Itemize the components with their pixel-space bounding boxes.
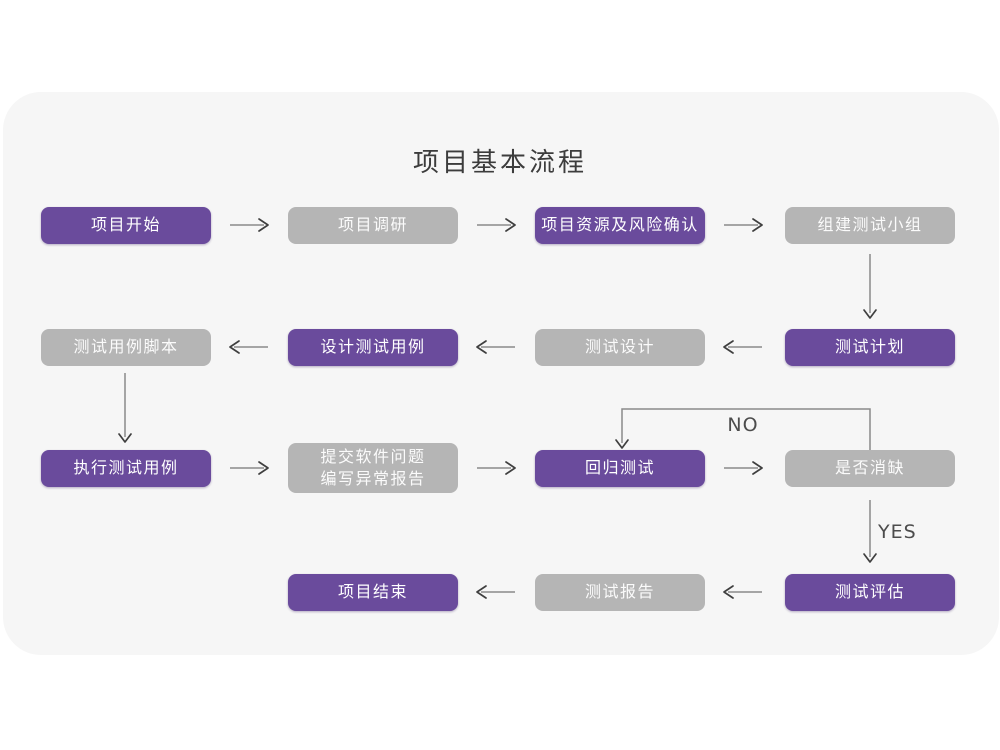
node-defect-cleared: 是否消缺: [785, 450, 955, 487]
node-test-plan: 测试计划: [785, 329, 955, 366]
node-project-end: 项目结束: [288, 574, 458, 611]
node-build-test-team: 组建测试小组: [785, 207, 955, 244]
node-regression-test: 回归测试: [535, 450, 705, 487]
node-resource-risk-confirm: 项目资源及风险确认: [535, 207, 705, 244]
node-design-test-cases: 设计测试用例: [288, 329, 458, 366]
branch-label-no: NO: [727, 414, 759, 436]
node-execute-test-cases: 执行测试用例: [41, 450, 211, 487]
node-test-case-script: 测试用例脚本: [41, 329, 211, 366]
node-test-design: 测试设计: [535, 329, 705, 366]
node-project-research: 项目调研: [288, 207, 458, 244]
flowchart-panel: [3, 92, 999, 655]
node-project-start: 项目开始: [41, 207, 211, 244]
node-test-report: 测试报告: [535, 574, 705, 611]
node-submit-issue-report: 提交软件问题 编写异常报告: [288, 443, 458, 493]
branch-label-yes: YES: [878, 521, 917, 543]
node-test-evaluation: 测试评估: [785, 574, 955, 611]
page-title: 项目基本流程: [412, 148, 587, 178]
